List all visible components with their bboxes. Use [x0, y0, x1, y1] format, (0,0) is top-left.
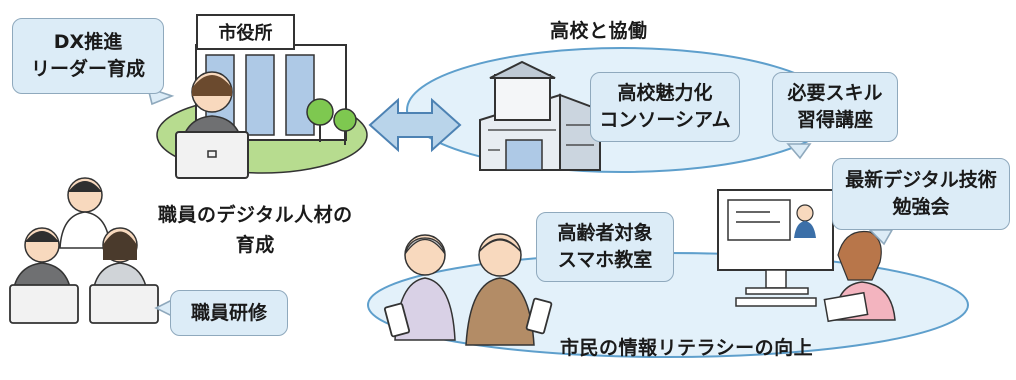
training-line-1: 職員研修 — [190, 301, 267, 324]
consortium-line-2: コンソーシアム — [599, 109, 731, 131]
city-hall-sign: 市役所 — [196, 14, 295, 50]
bubble-tail-skills — [786, 143, 812, 160]
dx-line-2: リーダー育成 — [30, 58, 145, 80]
digital-line-2: 勉強会 — [892, 196, 950, 218]
staff-group-icon — [9, 177, 159, 324]
skills-line-1: 必要スキル — [787, 82, 883, 104]
seniors-icon — [383, 233, 553, 346]
consortium-line-1: 高校魅力化 — [617, 82, 713, 104]
staff-dev-line-2: 育成 — [235, 234, 275, 256]
consortium-bubble: 高校魅力化 コンソーシアム — [590, 72, 740, 142]
skills-line-2: 習得講座 — [796, 109, 873, 131]
digital-study-bubble: 最新デジタル技術 勉強会 — [832, 158, 1010, 230]
staff-dev-line-1: 職員のデジタル人材の — [158, 204, 353, 226]
dx-line-1: DX推進 — [53, 31, 123, 53]
seniors-line-1: 高齢者対象 — [557, 222, 653, 244]
trees-icon — [306, 98, 357, 145]
digital-line-1: 最新デジタル技術 — [845, 169, 997, 191]
skills-bubble: 必要スキル 習得講座 — [772, 72, 898, 142]
leader-person-icon — [175, 71, 249, 179]
highschool-label: 高校と協働 — [550, 20, 648, 42]
seniors-line-2: スマホ教室 — [557, 249, 653, 271]
woman-studying-icon — [823, 230, 896, 323]
double-arrow-icon — [368, 97, 462, 153]
literacy-label: 市民の情報リテラシーの向上 — [560, 337, 814, 359]
staff-dev-label: 職員のデジタル人材の 育成 — [158, 200, 353, 260]
bubble-tail-digital — [868, 229, 894, 246]
staff-training-bubble: 職員研修 — [170, 290, 288, 336]
seniors-bubble: 高齢者対象 スマホ教室 — [536, 212, 674, 282]
monitor-icon — [717, 189, 834, 307]
dx-leader-bubble: DX推進 リーダー育成 — [12, 18, 164, 94]
